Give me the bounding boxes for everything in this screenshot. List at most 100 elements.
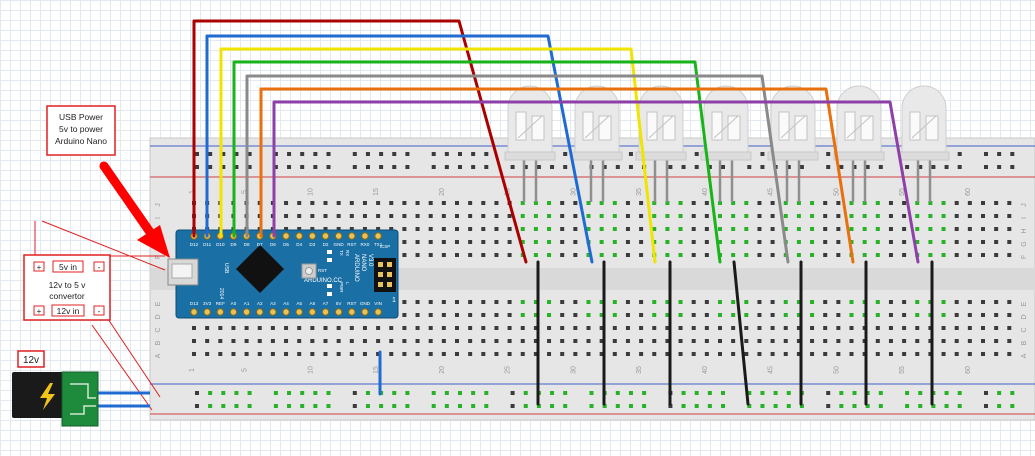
- nano-pin-label: D7: [257, 242, 263, 247]
- breadboard-hole: [402, 352, 407, 356]
- rail-hole: [247, 165, 252, 169]
- breadboard-hole: [428, 201, 433, 205]
- converter-line-1: 12v to 5 v: [49, 280, 87, 290]
- breadboard-hole: [455, 339, 459, 343]
- ground-wire: [732, 260, 750, 406]
- breadboard-hole: [625, 201, 630, 205]
- breadboard-hole: [639, 326, 644, 330]
- breadboard-hole: [599, 339, 604, 343]
- onboard-led: [327, 284, 332, 288]
- breadboard-hole: [941, 352, 946, 356]
- nano-pin: [229, 308, 238, 316]
- breadboard-hole: [796, 326, 801, 330]
- breadboard-hole: [718, 326, 722, 330]
- breadboard-hole: [455, 240, 459, 244]
- rail-hole: [221, 165, 226, 169]
- breadboard-hole: [612, 352, 617, 356]
- breadboard-hole: [547, 313, 552, 317]
- breadboard-hole: [507, 352, 512, 356]
- breadboard-hole: [691, 240, 696, 244]
- brand-label: ARDUINO.CC: [304, 278, 343, 284]
- converter-leader-line: [103, 312, 161, 398]
- rail-hole: [484, 404, 489, 408]
- rail-hole: [287, 152, 292, 156]
- breadboard-hole: [718, 227, 722, 231]
- usb-power-annotation: USB Power 5v to power Arduino Nano: [46, 105, 170, 258]
- breadboard-hole: [1007, 253, 1012, 257]
- rail-hole: [550, 391, 555, 395]
- rail-hole: [405, 165, 410, 169]
- led-internals: [911, 115, 937, 139]
- breadboard-hole: [586, 339, 591, 343]
- wire-orange: [259, 87, 855, 264]
- breadboard-hole: [928, 326, 933, 330]
- breadboard-hole: [981, 214, 985, 218]
- led-dome: [703, 85, 749, 161]
- rail-hole: [773, 404, 778, 408]
- breadboard-hole: [796, 214, 801, 218]
- breadboard-hole: [599, 352, 604, 356]
- nano-pin-label: 3V3: [203, 301, 212, 306]
- breadboard-hole: [481, 326, 486, 330]
- breadboard-hole: [875, 253, 880, 257]
- breadboard-hole: [533, 326, 538, 330]
- column-number: 30: [570, 188, 577, 196]
- breadboard-hole: [612, 253, 617, 257]
- led-label-l: L: [345, 282, 350, 285]
- breadboard-hole: [691, 201, 696, 205]
- breadboard-hole: [428, 227, 433, 231]
- converter-line-2: convertor: [49, 291, 85, 301]
- column-number: 45: [768, 366, 775, 374]
- breadboard-hole: [981, 339, 985, 343]
- breadboard-hole: [362, 201, 367, 205]
- breadboard-hole: [625, 227, 630, 231]
- breadboard-hole: [560, 352, 565, 356]
- minus-label: -: [98, 307, 101, 316]
- rail-hole: [234, 391, 239, 395]
- breadboard-hole: [796, 339, 801, 343]
- breadboard-hole: [455, 214, 459, 218]
- breadboard-hole: [849, 227, 854, 231]
- icsp-header: [374, 258, 396, 292]
- led: [898, 85, 950, 202]
- breadboard-hole: [757, 201, 762, 205]
- breadboard-hole: [257, 339, 262, 343]
- rail-hole: [208, 391, 213, 395]
- rail-hole: [786, 391, 791, 395]
- breadboard-hole: [783, 326, 788, 330]
- row-letter: I: [1021, 217, 1028, 219]
- breadboard-hole: [888, 214, 893, 218]
- rail-hole: [984, 165, 988, 169]
- led-label-rx: RX: [345, 250, 350, 256]
- breadboard-hole: [731, 201, 736, 205]
- breadboard-hole: [468, 326, 473, 330]
- rail-hole: [957, 391, 962, 395]
- breadboard-hole: [718, 240, 722, 244]
- rail-hole: [721, 391, 725, 395]
- rail-hole: [523, 404, 528, 408]
- breadboard-hole: [547, 201, 552, 205]
- rail-hole: [563, 404, 568, 408]
- rail-hole: [273, 165, 278, 169]
- rail-hole: [484, 152, 489, 156]
- nano-pin-label: D11: [203, 242, 212, 247]
- breadboard-hole: [481, 214, 486, 218]
- rail-hole: [221, 152, 226, 156]
- rail-hole: [484, 391, 489, 395]
- breadboard-hole: [520, 339, 525, 343]
- breadboard-hole: [783, 227, 788, 231]
- breadboard-hole: [849, 300, 854, 304]
- led-dome: [836, 85, 882, 161]
- nano-pin: [282, 232, 290, 240]
- column-number: 40: [702, 188, 709, 196]
- rail-hole: [760, 391, 765, 395]
- rail-hole: [852, 391, 857, 395]
- rail-hole: [957, 152, 962, 156]
- breadboard-hole: [599, 326, 604, 330]
- breadboard-hole: [336, 326, 341, 330]
- breadboard-hole: [468, 227, 473, 231]
- breadboard-hole: [415, 227, 420, 231]
- breadboard-hole: [718, 214, 722, 218]
- nano-pin-label: VIN: [374, 301, 382, 306]
